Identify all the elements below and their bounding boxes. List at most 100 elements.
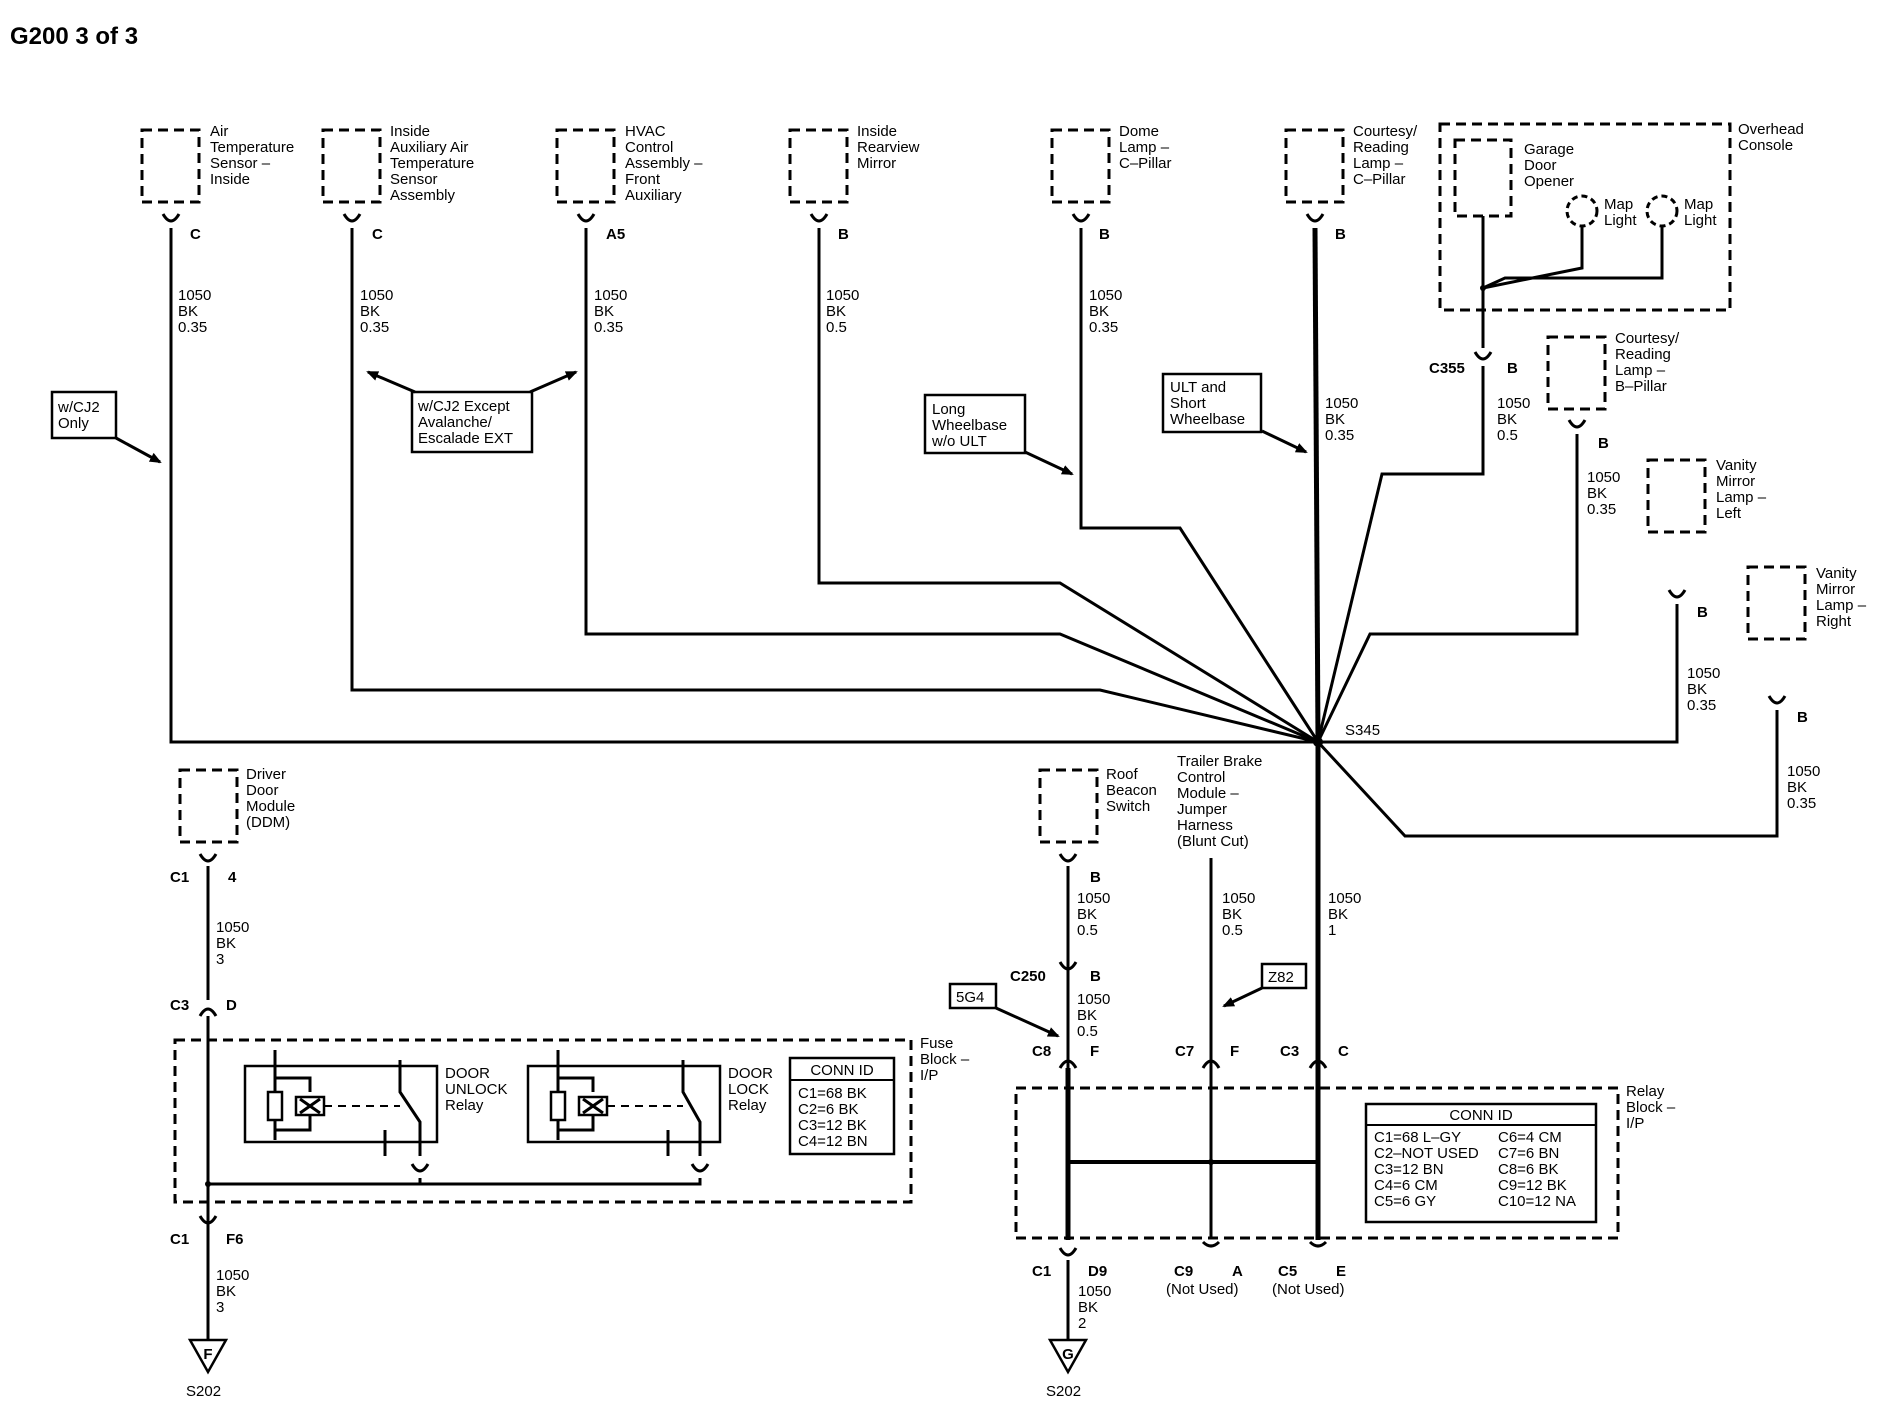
svg-text:CONN ID: CONN ID bbox=[1449, 1107, 1513, 1124]
svg-text:D9: D9 bbox=[1088, 1263, 1107, 1280]
svg-text:C5: C5 bbox=[1278, 1263, 1297, 1280]
svg-text:C1: C1 bbox=[170, 869, 189, 886]
svg-text:C3: C3 bbox=[1280, 1043, 1299, 1060]
svg-text:F: F bbox=[1230, 1043, 1239, 1060]
pin-air-temp: C bbox=[190, 226, 201, 243]
svg-text:C7: C7 bbox=[1175, 1043, 1194, 1060]
svg-text:C: C bbox=[1338, 1043, 1349, 1060]
svg-text:F: F bbox=[203, 1346, 212, 1363]
ground-g-label: S202 bbox=[1046, 1383, 1081, 1400]
splice-s345: S345 bbox=[1345, 722, 1380, 739]
svg-text:B: B bbox=[1090, 869, 1101, 886]
option-5g4: 5G4 bbox=[948, 982, 1060, 1038]
c355-label: C355 bbox=[1429, 360, 1465, 377]
svg-text:C1: C1 bbox=[170, 1231, 189, 1248]
pin-rearview: B bbox=[838, 226, 849, 243]
svg-text:CONN ID: CONN ID bbox=[810, 1062, 874, 1079]
svg-text:4: 4 bbox=[228, 869, 237, 886]
svg-text:C9: C9 bbox=[1174, 1263, 1193, 1280]
pin-c355: B bbox=[1507, 360, 1518, 377]
svg-text:E: E bbox=[1336, 1263, 1346, 1280]
svg-text:5G4: 5G4 bbox=[956, 989, 984, 1006]
svg-text:D: D bbox=[226, 997, 237, 1014]
svg-text:F: F bbox=[1090, 1043, 1099, 1060]
svg-text:B: B bbox=[1090, 968, 1101, 985]
ground-f-label: S202 bbox=[186, 1383, 221, 1400]
svg-text:A: A bbox=[1232, 1263, 1243, 1280]
pin-vanity-left: B bbox=[1697, 604, 1708, 621]
svg-text:(Not Used): (Not Used) bbox=[1166, 1281, 1239, 1298]
pin-aux-air-temp: C bbox=[372, 226, 383, 243]
svg-text:(Not Used): (Not Used) bbox=[1272, 1281, 1345, 1298]
page-title: G200 3 of 3 bbox=[10, 23, 138, 50]
connector-symbols bbox=[161, 213, 1787, 705]
option-z82: Z82 bbox=[1222, 962, 1308, 1008]
svg-text:F6: F6 bbox=[226, 1231, 244, 1248]
pin-dome: B bbox=[1099, 226, 1110, 243]
svg-text:C250: C250 bbox=[1010, 968, 1046, 985]
svg-text:C1: C1 bbox=[1032, 1263, 1051, 1280]
pin-vanity-right: B bbox=[1797, 709, 1808, 726]
pin-hvac: A5 bbox=[606, 226, 625, 243]
svg-text:C8: C8 bbox=[1032, 1043, 1051, 1060]
svg-text:C3: C3 bbox=[170, 997, 189, 1014]
pin-courtesy-b: B bbox=[1598, 435, 1609, 452]
